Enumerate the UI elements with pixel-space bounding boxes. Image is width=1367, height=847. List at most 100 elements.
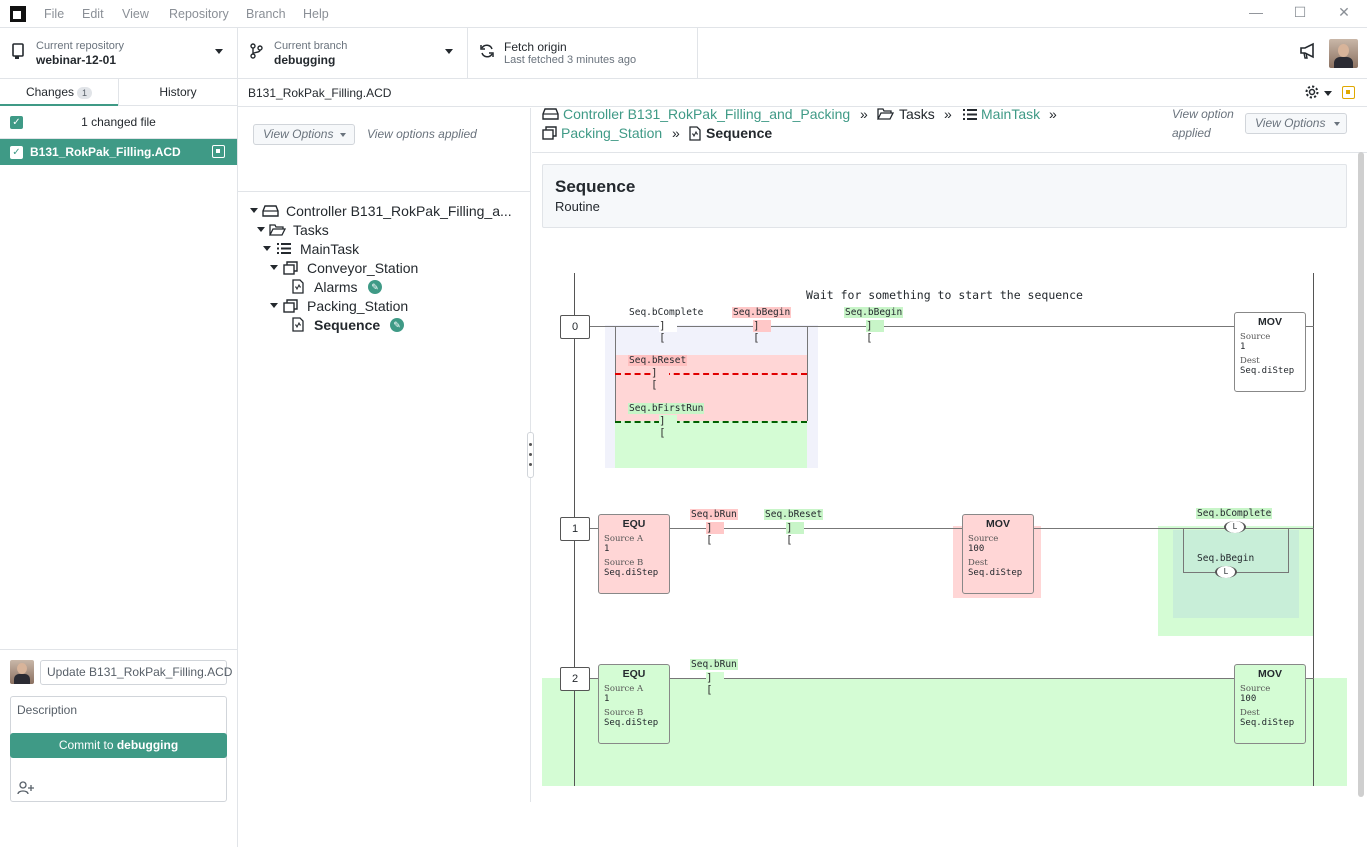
- operand-label: Dest: [968, 558, 988, 568]
- mov-instruction[interactable]: MOV Source 100 Dest Seq.diStep: [962, 514, 1034, 594]
- controller-icon: [542, 108, 559, 123]
- file-modified-icon: [212, 145, 225, 158]
- gear-icon[interactable]: [1304, 84, 1320, 103]
- contact-icon[interactable]: ][: [706, 522, 724, 546]
- operand-value: Seq.diStep: [968, 568, 1023, 578]
- mov-instruction[interactable]: MOV Source 100 Dest Seq.diStep: [1234, 664, 1306, 744]
- tag-label[interactable]: Seq.bRun: [690, 509, 738, 520]
- menu-repository[interactable]: Repository: [169, 7, 229, 21]
- fetch-origin-button[interactable]: Fetch origin Last fetched 3 minutes ago: [468, 28, 698, 78]
- vertical-scrollbar[interactable]: [1358, 152, 1364, 797]
- contact-icon[interactable]: ][: [786, 522, 804, 546]
- menu-help[interactable]: Help: [303, 7, 329, 21]
- tag-label[interactable]: Seq.bBegin: [844, 307, 904, 318]
- file-checkbox[interactable]: ✓: [10, 146, 23, 159]
- minimize-icon[interactable]: —: [1249, 4, 1263, 20]
- contact-icon[interactable]: ][: [866, 320, 884, 344]
- expand-arrow-icon[interactable]: [250, 208, 258, 213]
- expand-arrow-icon[interactable]: [263, 246, 271, 251]
- changed-file-item[interactable]: ✓ B131_RokPak_Filling.ACD: [0, 139, 237, 165]
- rung-line: [574, 326, 1314, 327]
- commit-summary-input[interactable]: Update B131_RokPak_Filling.ACD: [40, 660, 232, 685]
- expand-arrow-icon[interactable]: [270, 265, 278, 270]
- tab-history-label: History: [159, 85, 197, 99]
- view-options-button[interactable]: View Options: [253, 124, 355, 145]
- latch-coil-icon[interactable]: L: [1215, 566, 1237, 578]
- routine-type: Routine: [555, 199, 600, 214]
- program-icon: [542, 126, 557, 143]
- contact-icon[interactable]: ][: [651, 367, 669, 391]
- tag-label[interactable]: Seq.bBegin: [1197, 553, 1255, 564]
- select-all-checkbox[interactable]: ✓: [10, 116, 23, 129]
- rung-number[interactable]: 2: [560, 667, 590, 691]
- tree-sequence[interactable]: Sequence: [314, 317, 381, 333]
- tag-label[interactable]: Seq.bComplete: [1196, 508, 1273, 519]
- equ-instruction[interactable]: EQU Source A 1 Source B Seq.diStep: [598, 664, 670, 744]
- close-icon[interactable]: ✕: [1338, 4, 1350, 20]
- breadcrumb-separator: »: [672, 125, 680, 141]
- mov-instruction[interactable]: MOV Source 1 Dest Seq.diStep: [1234, 312, 1306, 392]
- add-coauthor-icon[interactable]: [17, 781, 35, 798]
- menu-file[interactable]: File: [44, 7, 65, 21]
- operand-label: Source: [1240, 332, 1271, 342]
- added-rung-highlight: [542, 678, 1347, 786]
- current-repository-button[interactable]: Current repository webinar-12-01: [0, 28, 238, 78]
- announcement-icon[interactable]: [1299, 42, 1319, 63]
- tree-controller[interactable]: Controller B131_RokPak_Filling_a...: [286, 203, 512, 219]
- repository-value: webinar-12-01: [36, 53, 117, 67]
- maximize-icon[interactable]: ☐: [1293, 4, 1307, 20]
- commit-button[interactable]: Commit to debugging: [10, 733, 227, 758]
- equ-instruction[interactable]: EQU Source A 1 Source B Seq.diStep: [598, 514, 670, 594]
- removed-branch-line: [615, 373, 807, 375]
- contact-icon[interactable]: ][: [706, 672, 724, 696]
- tree-packing-station[interactable]: Packing_Station: [307, 298, 409, 314]
- commit-prefix: Commit to: [58, 738, 117, 752]
- tree-toolbar: View Options View options applied: [238, 108, 530, 192]
- tree-maintask[interactable]: MainTask: [300, 241, 360, 257]
- tag-label[interactable]: Seq.bComplete: [629, 307, 704, 318]
- tag-label[interactable]: Seq.bRun: [690, 659, 738, 670]
- breadcrumb-separator: »: [860, 106, 868, 122]
- contact-icon[interactable]: ][: [659, 320, 677, 344]
- breadcrumb-tasks[interactable]: Tasks: [899, 106, 935, 122]
- breadcrumb-maintask[interactable]: MainTask: [981, 106, 1041, 122]
- tree-alarms[interactable]: Alarms: [314, 279, 358, 295]
- expand-arrow-icon[interactable]: [270, 303, 278, 308]
- breadcrumb-separator: »: [1049, 106, 1057, 122]
- view-options-button[interactable]: View Options: [1245, 113, 1347, 134]
- chevron-down-icon: [215, 49, 223, 54]
- pane-resize-handle[interactable]: [527, 432, 534, 478]
- current-branch-button[interactable]: Current branch debugging: [238, 28, 468, 78]
- contact-icon[interactable]: ][: [753, 320, 771, 344]
- chevron-down-icon: [340, 133, 346, 137]
- menu-edit[interactable]: Edit: [82, 7, 104, 21]
- repository-icon: [11, 43, 27, 59]
- contact-icon[interactable]: ][: [659, 415, 677, 439]
- settings-chevron-down-icon[interactable]: [1324, 91, 1332, 96]
- branch-label: Current branch: [274, 40, 348, 52]
- menu-view[interactable]: View: [122, 7, 149, 21]
- ladder-diagram: Wait for something to start the sequence…: [532, 268, 1367, 802]
- breadcrumb-controller[interactable]: Controller B131_RokPak_Filling_and_Packi…: [563, 106, 851, 122]
- tag-label[interactable]: Seq.bBegin: [732, 307, 792, 318]
- commit-branch: debugging: [116, 738, 179, 752]
- avatar[interactable]: [1329, 39, 1358, 68]
- expand-arrow-icon[interactable]: [257, 227, 265, 232]
- tag-label[interactable]: Seq.bReset: [764, 509, 824, 520]
- branch-line: [1288, 528, 1289, 573]
- tag-label[interactable]: Seq.bFirstRun: [628, 403, 705, 414]
- file-name: B131_RokPak_Filling.ACD: [30, 145, 181, 159]
- tab-history[interactable]: History: [118, 79, 237, 106]
- breadcrumb-separator: »: [944, 106, 952, 122]
- rung-number[interactable]: 0: [560, 315, 590, 339]
- tree-conveyor-station[interactable]: Conveyor_Station: [307, 260, 419, 276]
- controller-icon: [262, 205, 279, 220]
- tree-tasks[interactable]: Tasks: [293, 222, 329, 238]
- breadcrumb-packing-station[interactable]: Packing_Station: [561, 125, 663, 141]
- changed-files-count: 1 changed file: [81, 115, 156, 129]
- rung-number[interactable]: 1: [560, 517, 590, 541]
- tag-label[interactable]: Seq.bReset: [628, 355, 688, 366]
- latch-coil-icon[interactable]: L: [1224, 521, 1246, 533]
- menu-branch[interactable]: Branch: [246, 7, 286, 21]
